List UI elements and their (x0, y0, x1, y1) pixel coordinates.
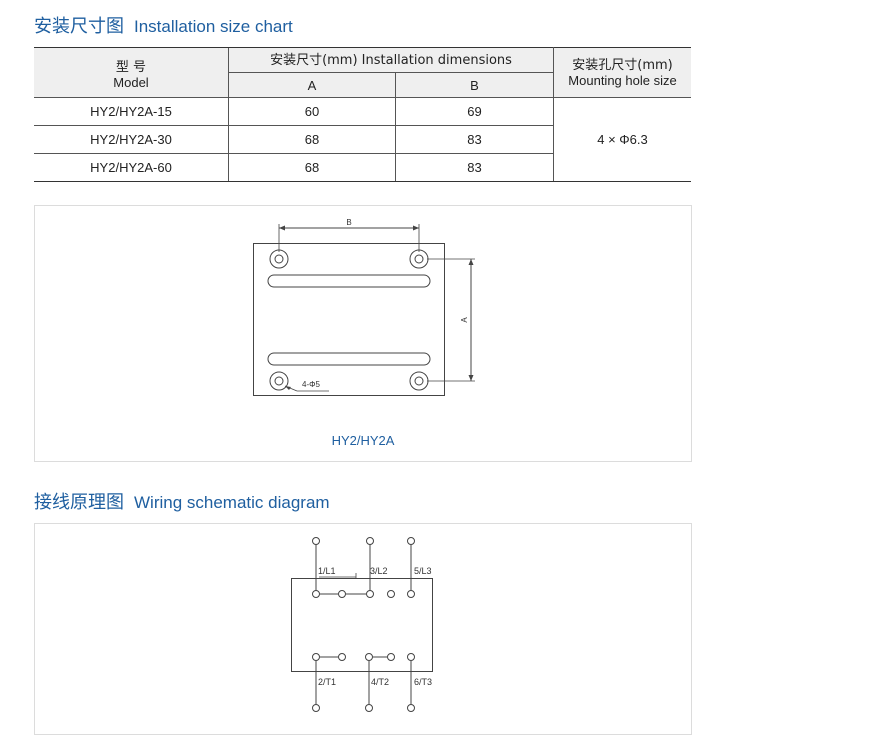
table-row: HY2/HY2A-15 60 69 4 × Φ6.3 (34, 97, 691, 182)
mounting-hole-header-zh: 安装孔尺寸(mm) (572, 57, 673, 73)
wiring-diagram: 1/L1 3/L2 5/L3 2/T1 4/T2 6/T3 (291, 537, 433, 712)
a-cell: 68 (228, 153, 396, 182)
b-cell: 83 (395, 153, 554, 182)
column-a-header: A (228, 72, 396, 98)
wiring-diagram-panel: 1/L1 3/L2 5/L3 2/T1 4/T2 6/T3 (34, 523, 692, 735)
dimension-b-label: B (346, 218, 351, 227)
mounting-hole-bottom-left (269, 371, 289, 391)
installation-section-title: 安装尺寸图 Installation size chart (34, 12, 293, 38)
model-header: 型 号 Model (34, 47, 229, 98)
contact-upper-5 (407, 590, 415, 598)
section-title-en: Wiring schematic diagram (134, 493, 330, 512)
terminal-label-4-t2: 4/T2 (371, 677, 389, 687)
wiring-section-title: 接线原理图 Wiring schematic diagram (34, 488, 330, 514)
terminal-bottom-6 (407, 704, 415, 712)
contact-lower-5 (407, 653, 415, 661)
contact-upper-3 (366, 590, 374, 598)
mounting-hole-top-left (269, 249, 289, 269)
contact-upper-1 (312, 590, 320, 598)
dimension-a-arrow-top (468, 259, 474, 265)
terminal-top-1 (312, 537, 320, 545)
table-row: HY2/HY2A-60 68 83 (34, 153, 691, 182)
dimension-a-label: A (460, 317, 469, 323)
terminal-label-6-t3: 6/T3 (414, 677, 432, 687)
hole-label-arrow (285, 386, 291, 390)
dimension-b-arrow-right (413, 225, 419, 231)
model-header-zh: 型 号 (115, 60, 147, 75)
section-title-zh: 安装尺寸图 (34, 16, 124, 37)
contact-lower-3 (365, 653, 373, 661)
contact-lower-4 (387, 653, 395, 661)
installation-size-table: 型 号 Model 安装尺寸(mm) Installation dimensio… (34, 47, 691, 182)
b-cell: 83 (395, 125, 554, 154)
mounting-hole-top-right (409, 249, 429, 269)
installation-drawing: B A 4-Φ5 HY2/HY2A (253, 218, 475, 448)
contact-upper-2 (338, 590, 346, 598)
a-cell: 68 (228, 125, 396, 154)
table-row: HY2/HY2A-30 68 83 (34, 125, 691, 154)
terminal-label-5-l3: 5/L3 (414, 566, 432, 576)
section-title-en: Installation size chart (134, 17, 293, 36)
b-cell: 69 (395, 97, 554, 126)
installation-dimensions-header: 安装尺寸(mm) Installation dimensions (228, 47, 554, 73)
installation-dimensions-label: 安装尺寸(mm) Installation dimensions (270, 53, 512, 68)
contactor-box (291, 578, 433, 672)
model-cell: HY2/HY2A-30 (34, 125, 229, 154)
slot-bottom (267, 352, 431, 366)
terminal-top-3 (366, 537, 374, 545)
model-header-en: Model (113, 75, 149, 90)
slot-top (267, 274, 431, 288)
terminal-label-1-l1: 1/L1 (318, 566, 336, 576)
hole-label: 4-Φ5 (302, 380, 320, 389)
dimension-a-arrow-bottom (468, 375, 474, 381)
section-title-zh: 接线原理图 (34, 492, 124, 513)
mounting-hole-cell: 4 × Φ6.3 (553, 97, 691, 182)
mounting-hole-bottom-right (409, 371, 429, 391)
contact-lower-1 (312, 653, 320, 661)
model-cell: HY2/HY2A-60 (34, 153, 229, 182)
terminal-top-5 (407, 537, 415, 545)
model-cell: HY2/HY2A-15 (34, 97, 229, 126)
terminal-label-2-t1: 2/T1 (318, 677, 336, 687)
a-cell: 60 (228, 97, 396, 126)
terminal-bottom-2 (312, 704, 320, 712)
contact-upper-4 (387, 590, 395, 598)
drawing-caption: HY2/HY2A (332, 433, 395, 448)
terminal-label-3-l2: 3/L2 (370, 566, 388, 576)
column-b-header: B (395, 72, 554, 98)
installation-drawing-panel: B A 4-Φ5 HY2/HY2A (34, 205, 692, 462)
mounting-hole-header: 安装孔尺寸(mm) Mounting hole size (553, 47, 691, 98)
terminal-bottom-4 (365, 704, 373, 712)
contact-lower-2 (338, 653, 346, 661)
mounting-hole-header-en: Mounting hole size (568, 72, 677, 88)
mounting-plate-outline (253, 243, 445, 396)
dimension-b-arrow-left (279, 225, 285, 231)
